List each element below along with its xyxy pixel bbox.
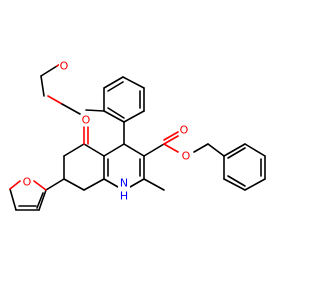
benzyl-ester-group xyxy=(143,131,225,157)
svg-text:O: O xyxy=(23,176,32,189)
atom-label-ether-oxygen: O xyxy=(59,60,69,73)
molecule-structure-diagram: O O O O O N H xyxy=(9,60,266,211)
ethoxy-group xyxy=(40,63,81,115)
svg-text:O: O xyxy=(180,124,189,137)
svg-text:O: O xyxy=(82,114,91,127)
svg-text:N: N xyxy=(120,177,128,190)
atom-label-nitrogen: N H xyxy=(118,177,130,203)
atom-label-ester-oxygen: O xyxy=(181,150,191,163)
atom-label-ketone-oxygen: O xyxy=(81,114,91,127)
quinoline-core xyxy=(103,121,165,191)
svg-text:H: H xyxy=(120,190,128,203)
furan-ring xyxy=(9,178,65,211)
svg-text:O: O xyxy=(60,60,69,73)
benzyl-phenyl-ring xyxy=(223,143,266,191)
atom-label-furan-oxygen: O xyxy=(22,176,32,189)
svg-text:O: O xyxy=(182,150,191,163)
ethoxyphenyl-ring xyxy=(85,76,145,123)
cyclohexanone-ring xyxy=(63,126,105,191)
atom-label-ester-carbonyl-oxygen: O xyxy=(179,124,189,137)
